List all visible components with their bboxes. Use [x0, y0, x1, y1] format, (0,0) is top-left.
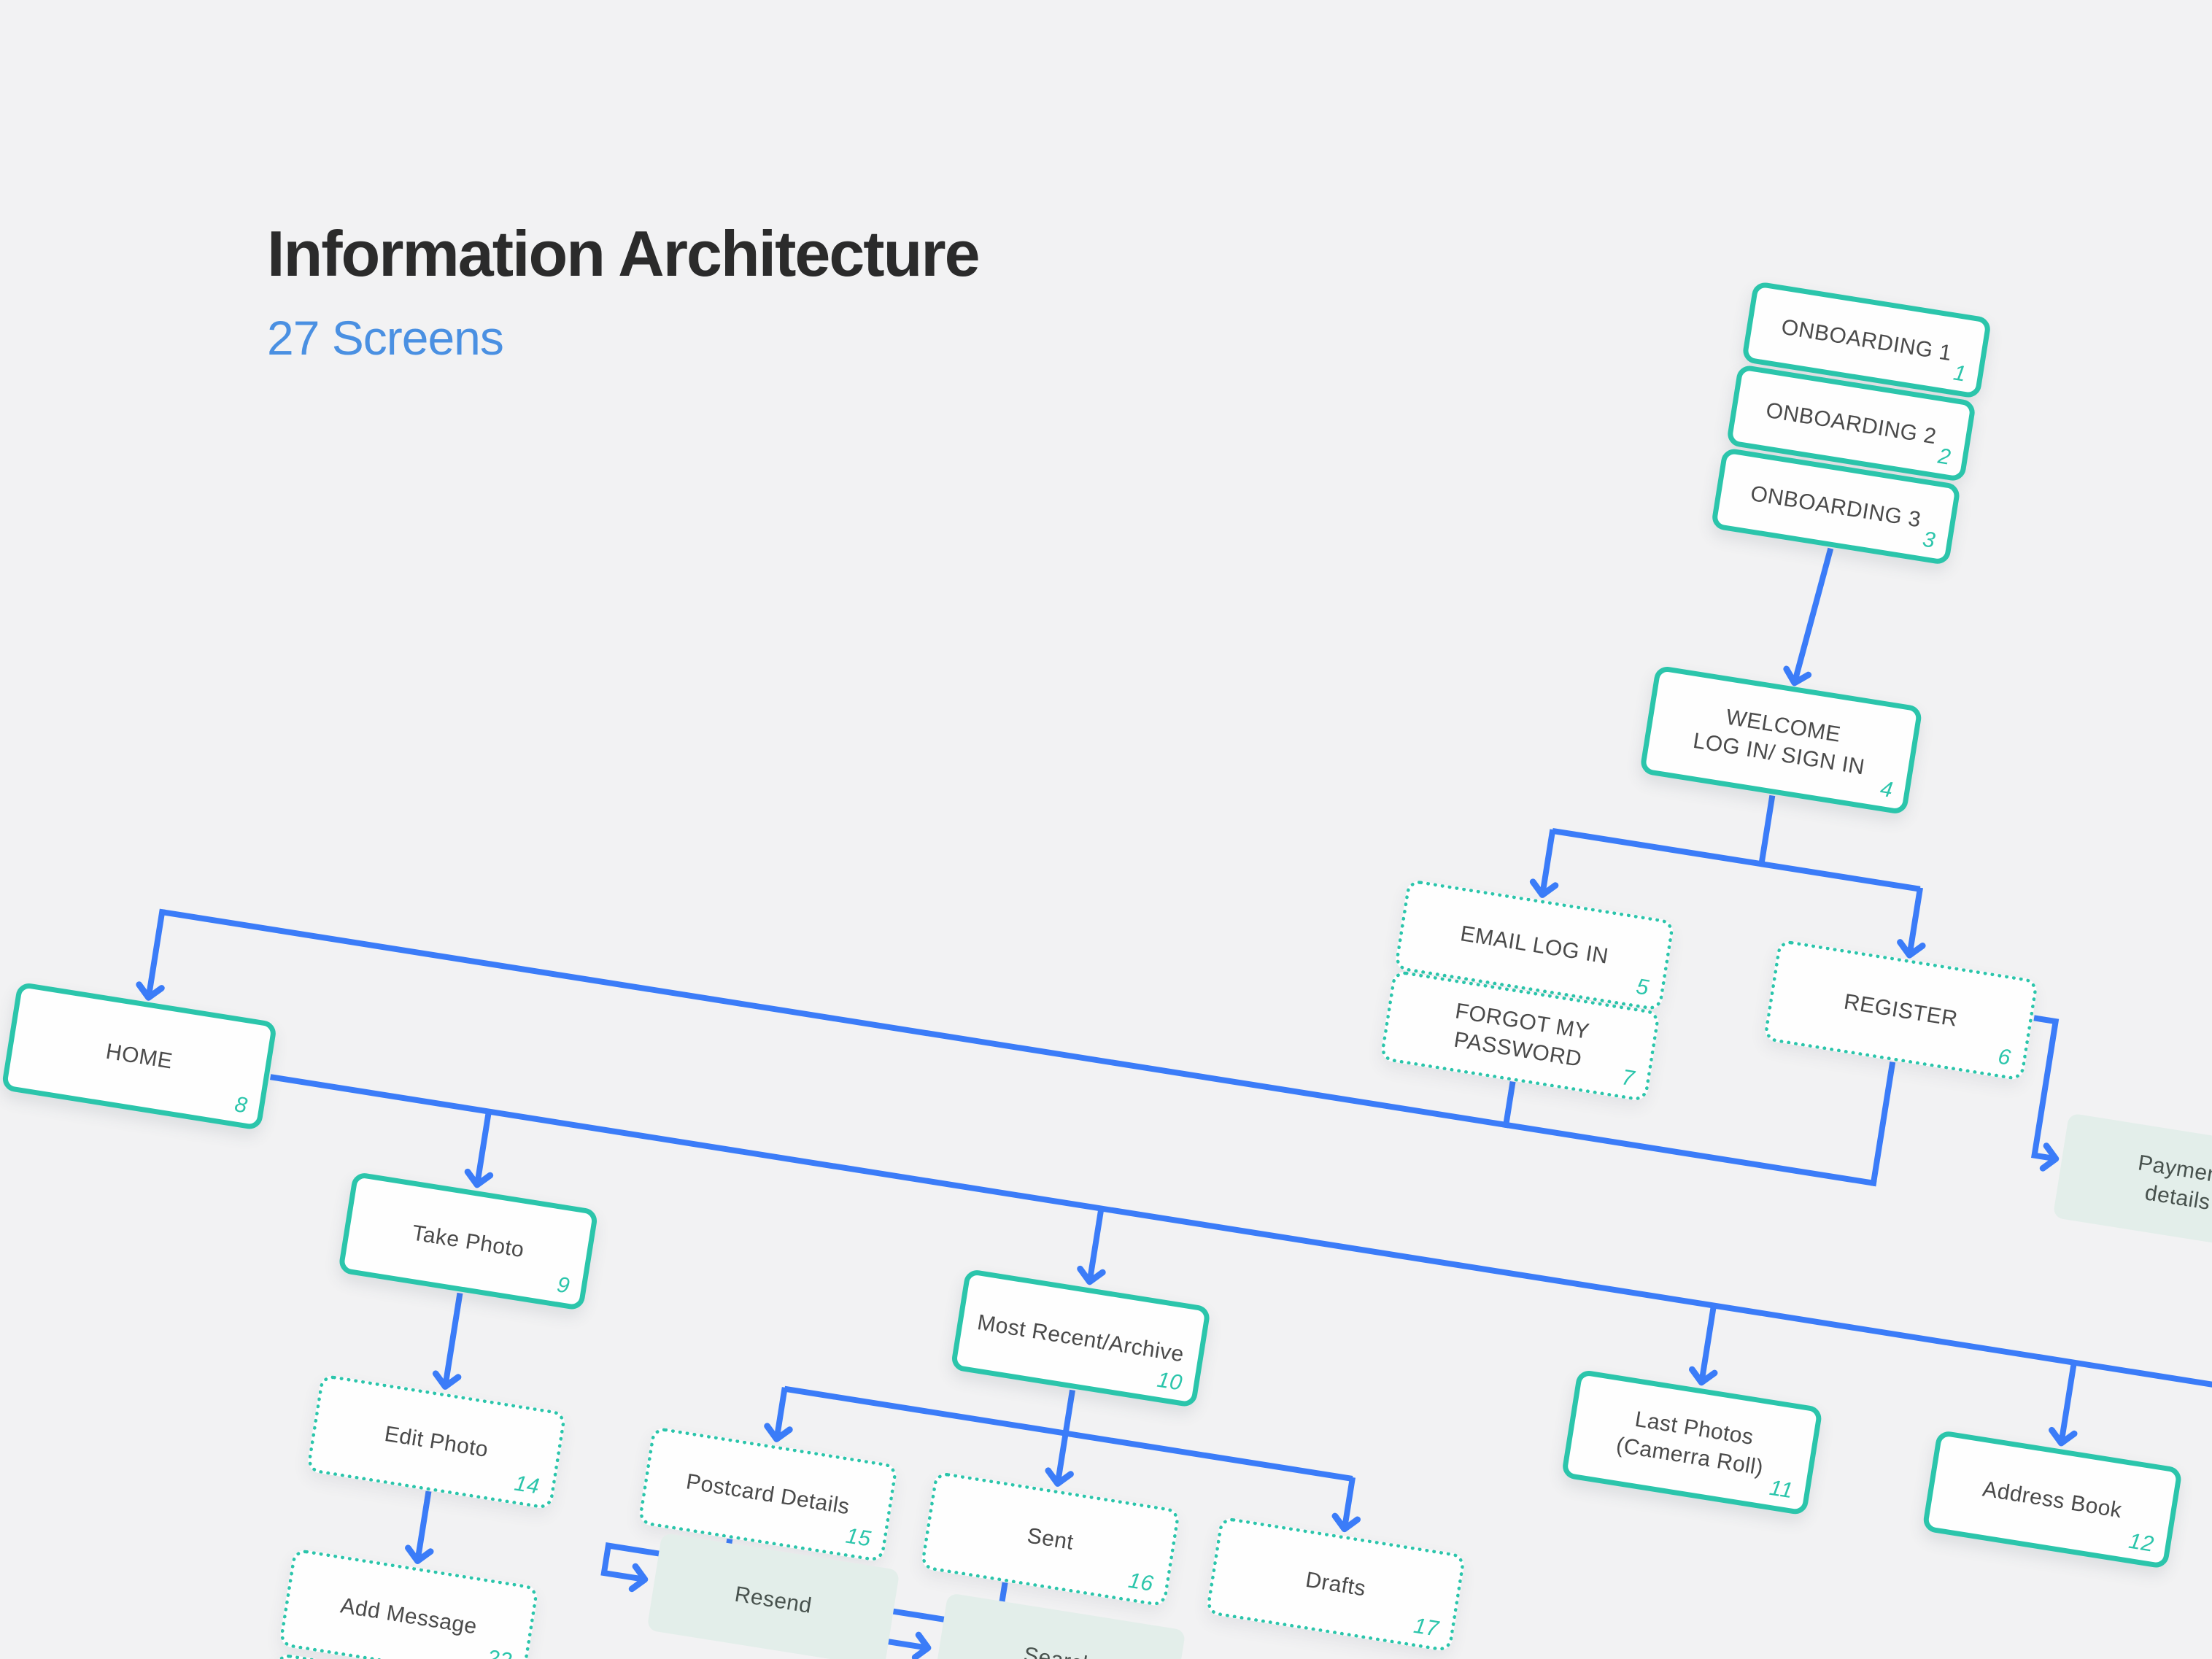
node-number: 22 — [485, 1645, 514, 1659]
node-label: Add Message — [339, 1593, 479, 1639]
node-number: 17 — [1412, 1613, 1441, 1641]
node-label: Resend — [732, 1582, 814, 1618]
connector-split-to-register — [1897, 887, 1926, 959]
connector-take-photo-to-edit-photo — [432, 1292, 463, 1390]
node-label: Search — [1012, 1639, 1107, 1659]
connector-onboarding-to-welcome — [1783, 547, 1834, 687]
node-number: 1 — [1952, 360, 1968, 387]
page-title: Information Architecture — [267, 217, 981, 290]
node-number: 6 — [1996, 1044, 2013, 1070]
node-label: ONBOARDING 2 — [1764, 398, 1938, 449]
connector-most-recent-down — [1062, 1389, 1075, 1436]
title-block: Information Architecture 27 Screens — [267, 217, 981, 366]
node-label: Edit Photo — [382, 1421, 490, 1462]
connector-bus-to-last-photos — [1688, 1303, 1718, 1386]
connector-register-to-payment — [2031, 1015, 2060, 1172]
node-number: 11 — [1768, 1475, 1795, 1504]
node-number: 12 — [2127, 1528, 2156, 1557]
connector-split-to-sent — [1045, 1431, 1074, 1487]
node-label: Most Recent/Archive — [975, 1310, 1186, 1366]
page-subtitle: 27 Screens — [267, 310, 504, 365]
node-label: Address Book — [1981, 1476, 2124, 1523]
node-label: REGISTER — [1842, 989, 1960, 1032]
connector-split-to-drafts — [1331, 1477, 1361, 1533]
node-number: 16 — [1126, 1568, 1156, 1596]
connector-auth-bus — [161, 909, 1877, 1187]
node-number: 15 — [844, 1523, 873, 1552]
connector-edit-photo-to-add-message — [405, 1490, 434, 1564]
connector-forgot-to-bus — [1502, 1081, 1516, 1129]
connector-register-to-bus — [1870, 1061, 1896, 1187]
node-label: EMAIL LOG IN — [1458, 921, 1611, 969]
node-number: 3 — [1921, 527, 1938, 553]
connector-bus-to-take-photo — [464, 1109, 494, 1188]
node-number: 14 — [512, 1471, 541, 1499]
connector-welcome-split — [1552, 827, 1921, 892]
node-number: 2 — [1936, 444, 1953, 470]
node-number: 5 — [1634, 974, 1651, 1000]
node-label: Take Photo — [410, 1220, 526, 1262]
node-label: ONBOARDING 1 — [1779, 314, 1954, 366]
node-number: 8 — [233, 1092, 250, 1118]
connector-split-to-email — [1529, 829, 1559, 898]
node-label: HOME — [104, 1039, 174, 1074]
node-label: Drafts — [1304, 1567, 1368, 1601]
node-number: 9 — [555, 1272, 572, 1299]
node-label: Postcard Details — [684, 1469, 852, 1519]
node-label: Last Photos(Camerra Roll) — [1614, 1407, 1766, 1480]
connector-bus-to-address-book — [2049, 1361, 2078, 1447]
connector-bus-to-most-recent — [1077, 1206, 1106, 1285]
connector-bus-to-home — [136, 908, 166, 1001]
node-label: ONBOARDING 3 — [1749, 481, 1923, 532]
connector-welcome-down — [1758, 794, 1776, 865]
node-label: Sent — [1025, 1523, 1075, 1555]
connector-split-to-postcard — [764, 1387, 793, 1442]
connector-home-bus — [270, 1074, 2212, 1396]
node-number: 4 — [1878, 776, 1895, 803]
node-number: 7 — [1620, 1064, 1636, 1091]
node-number: 10 — [1155, 1367, 1184, 1396]
